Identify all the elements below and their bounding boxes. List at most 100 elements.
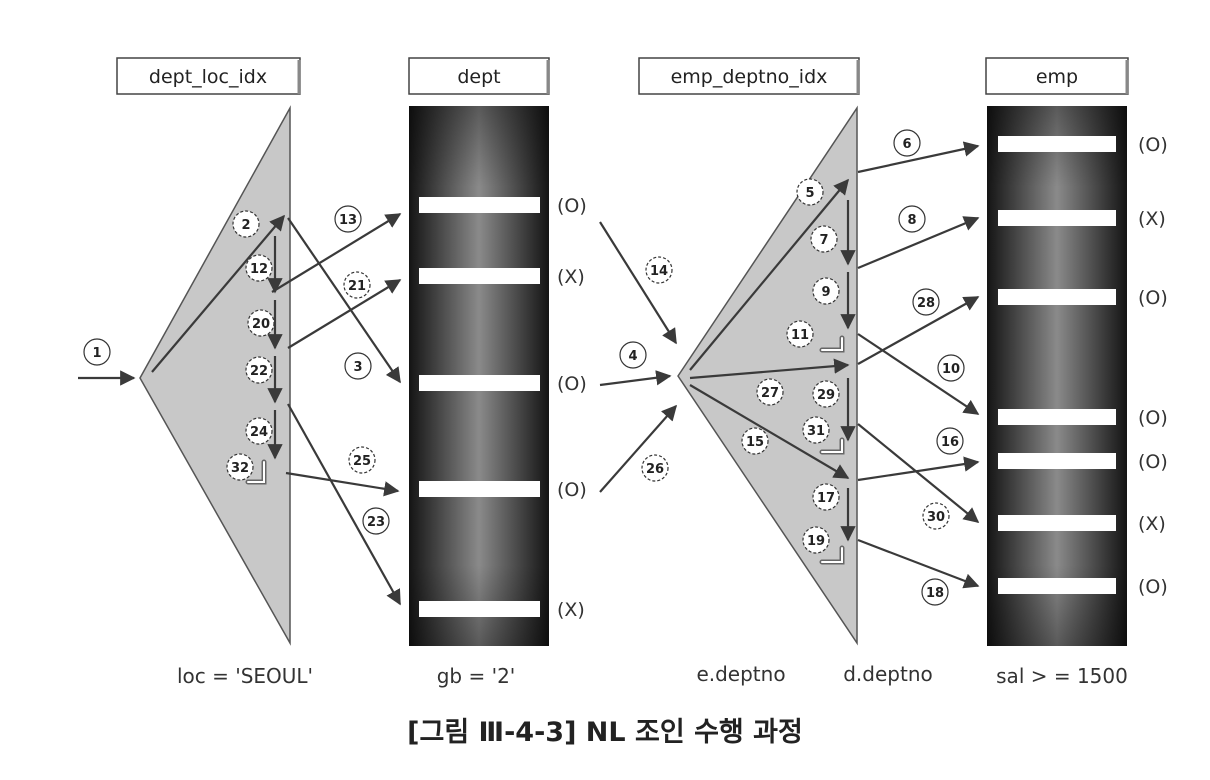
svg-text:32: 32: [231, 461, 249, 476]
svg-text:20: 20: [252, 317, 270, 332]
flow-arrow: [857, 423, 980, 523]
dept-row: [419, 197, 540, 213]
svg-text:24: 24: [250, 425, 268, 440]
step-marker: 27: [756, 378, 784, 406]
condition-loc: loc = 'SEOUL': [177, 664, 313, 688]
emp-row-mark: (O): [1138, 287, 1168, 309]
emp-row: [998, 515, 1116, 531]
emp-row: [998, 409, 1116, 425]
step-marker: 24: [245, 417, 273, 445]
step-marker: 7: [810, 225, 838, 253]
svg-text:15: 15: [746, 435, 764, 450]
step-marker: 16: [936, 427, 964, 455]
svg-text:23: 23: [367, 515, 385, 530]
flow-arrow: [287, 403, 401, 606]
dept-row: [419, 601, 540, 617]
flow-arrow: [285, 471, 400, 497]
step-marker: 23: [362, 507, 390, 535]
svg-text:9: 9: [821, 285, 830, 300]
svg-text:21: 21: [348, 279, 366, 294]
step-marker: 10: [937, 354, 965, 382]
svg-text:7: 7: [819, 233, 828, 248]
step-marker: 32: [226, 453, 254, 481]
svg-text:28: 28: [917, 296, 935, 311]
emp-row: [998, 289, 1116, 305]
dept-row-mark: (O): [557, 195, 587, 217]
step-marker: 12: [245, 254, 273, 282]
step-marker: 28: [912, 288, 940, 316]
label-box-dept: dept: [408, 57, 550, 95]
svg-text:13: 13: [339, 213, 357, 228]
flow-arrow: [857, 456, 980, 482]
svg-text:30: 30: [927, 510, 945, 525]
step-marker: 15: [741, 427, 769, 455]
dept-row-mark: (O): [557, 479, 587, 501]
step-marker: 2: [232, 210, 260, 238]
step-marker: 5: [796, 178, 824, 206]
flow-arrow: [857, 333, 980, 415]
condition-e-deptno: e.deptno: [696, 662, 785, 686]
svg-text:22: 22: [250, 364, 268, 379]
condition-gb: gb = '2': [437, 664, 516, 688]
svg-text:10: 10: [942, 362, 960, 377]
step-marker: 8: [898, 205, 926, 233]
dept-row-mark: (X): [557, 266, 585, 288]
svg-text:4: 4: [628, 349, 637, 364]
table-emp: [987, 106, 1127, 646]
emp-row-mark: (O): [1138, 407, 1168, 429]
step-marker: 20: [247, 309, 275, 337]
flow-arrow: [151, 214, 285, 373]
label-emp-deptno-idx: emp_deptno_idx: [671, 66, 828, 88]
dept-row-mark: (O): [557, 373, 587, 395]
svg-text:3: 3: [353, 360, 362, 375]
emp-row-mark: (X): [1138, 513, 1166, 535]
figure-caption: [그림 Ⅲ-4-3] NL 조인 수행 과정: [407, 717, 803, 748]
emp-row: [998, 136, 1116, 152]
flow-arrow: [287, 279, 402, 349]
svg-text:6: 6: [902, 137, 911, 152]
svg-text:5: 5: [805, 186, 814, 201]
step-marker: 18: [921, 578, 949, 606]
label-dept: dept: [457, 66, 500, 88]
condition-sal: sal > = 1500: [996, 664, 1128, 688]
svg-text:14: 14: [650, 264, 668, 279]
condition-d-deptno: d.deptno: [843, 662, 933, 686]
step-marker: 3: [344, 352, 372, 380]
emp-row-mark: (X): [1138, 208, 1166, 230]
svg-text:2: 2: [241, 218, 250, 233]
svg-text:16: 16: [941, 435, 959, 450]
emp-row: [998, 453, 1116, 469]
step-marker: 21: [343, 271, 371, 299]
step-marker: 4: [619, 341, 647, 369]
step-marker: 22: [245, 356, 273, 384]
step-marker: 17: [812, 483, 840, 511]
step-marker: 26: [641, 454, 669, 482]
svg-text:11: 11: [791, 328, 809, 343]
flow-arrow: [599, 404, 678, 493]
svg-text:29: 29: [817, 388, 835, 403]
svg-text:19: 19: [807, 534, 825, 549]
dept-row: [419, 375, 540, 391]
step-marker: 29: [812, 380, 840, 408]
flow-arrow: [857, 296, 980, 365]
step-marker: 30: [922, 502, 950, 530]
emp-row: [998, 578, 1116, 594]
flow-arrow: [689, 178, 849, 371]
step-marker: 14: [645, 256, 673, 284]
svg-text:26: 26: [646, 462, 664, 477]
step-marker: 25: [348, 446, 376, 474]
step-marker: 9: [812, 277, 840, 305]
label-box-dept-loc-idx: dept_loc_idx: [116, 57, 301, 95]
step-marker: 11: [786, 320, 814, 348]
dept-row: [419, 481, 540, 497]
label-emp: emp: [1036, 66, 1078, 88]
emp-row-mark: (O): [1138, 451, 1168, 473]
label-box-emp-deptno-idx: emp_deptno_idx: [638, 57, 860, 95]
emp-row: [998, 210, 1116, 226]
svg-text:8: 8: [907, 213, 916, 228]
flow-arrow: [599, 221, 677, 345]
step-marker: 31: [802, 416, 830, 444]
emp-row-mark: (O): [1138, 576, 1168, 598]
step-marker: 6: [893, 129, 921, 157]
svg-text:12: 12: [250, 262, 268, 277]
